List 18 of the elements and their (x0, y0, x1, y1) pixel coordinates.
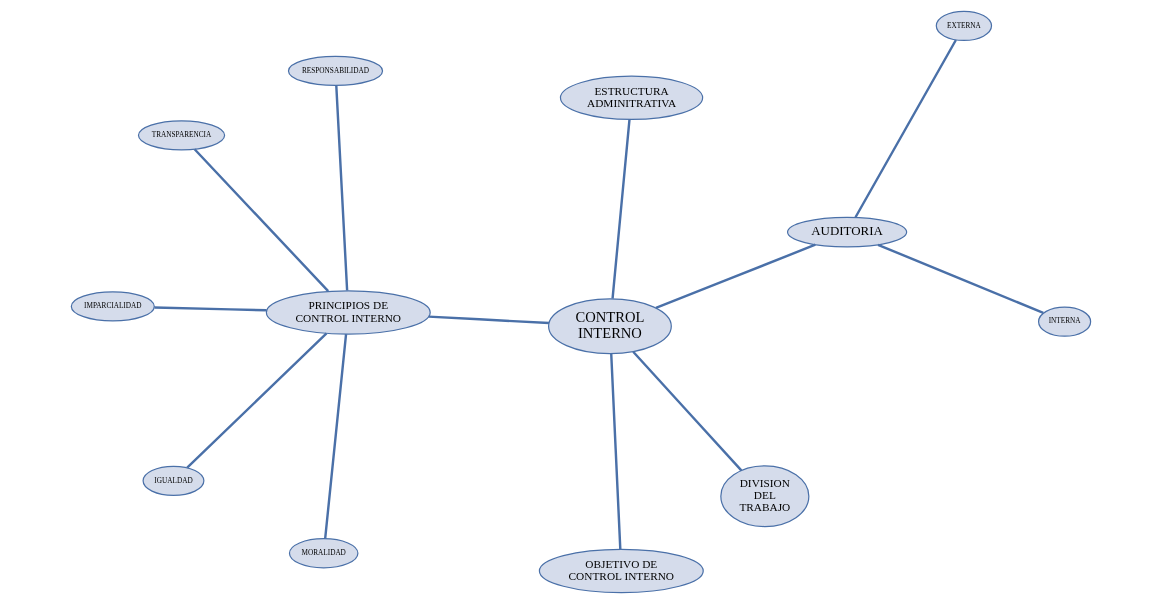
connector (877, 243, 1044, 314)
connector (324, 334, 348, 539)
connector (854, 39, 957, 218)
node-ellipse: ESTRUCTURA ADMINITRATIVA (559, 75, 704, 120)
connector (428, 315, 549, 325)
connector (193, 148, 330, 292)
node-ellipse: PRINCIPIOS DE CONTROL INTERNO (265, 290, 431, 335)
connector (611, 119, 631, 299)
node-ellipse: AUDITORIA (786, 216, 908, 248)
node-ellipse: CONTROL INTERNO (548, 298, 672, 355)
connector (610, 353, 622, 550)
connector (655, 243, 816, 310)
connector (632, 350, 743, 472)
node-ellipse: DIVISION DEL TRABAJO (720, 465, 810, 528)
connector (186, 332, 328, 469)
connector (154, 306, 267, 312)
node-ellipse: OBJETIVO DE CONTROL INTERNO (538, 548, 704, 594)
connector (335, 85, 349, 291)
